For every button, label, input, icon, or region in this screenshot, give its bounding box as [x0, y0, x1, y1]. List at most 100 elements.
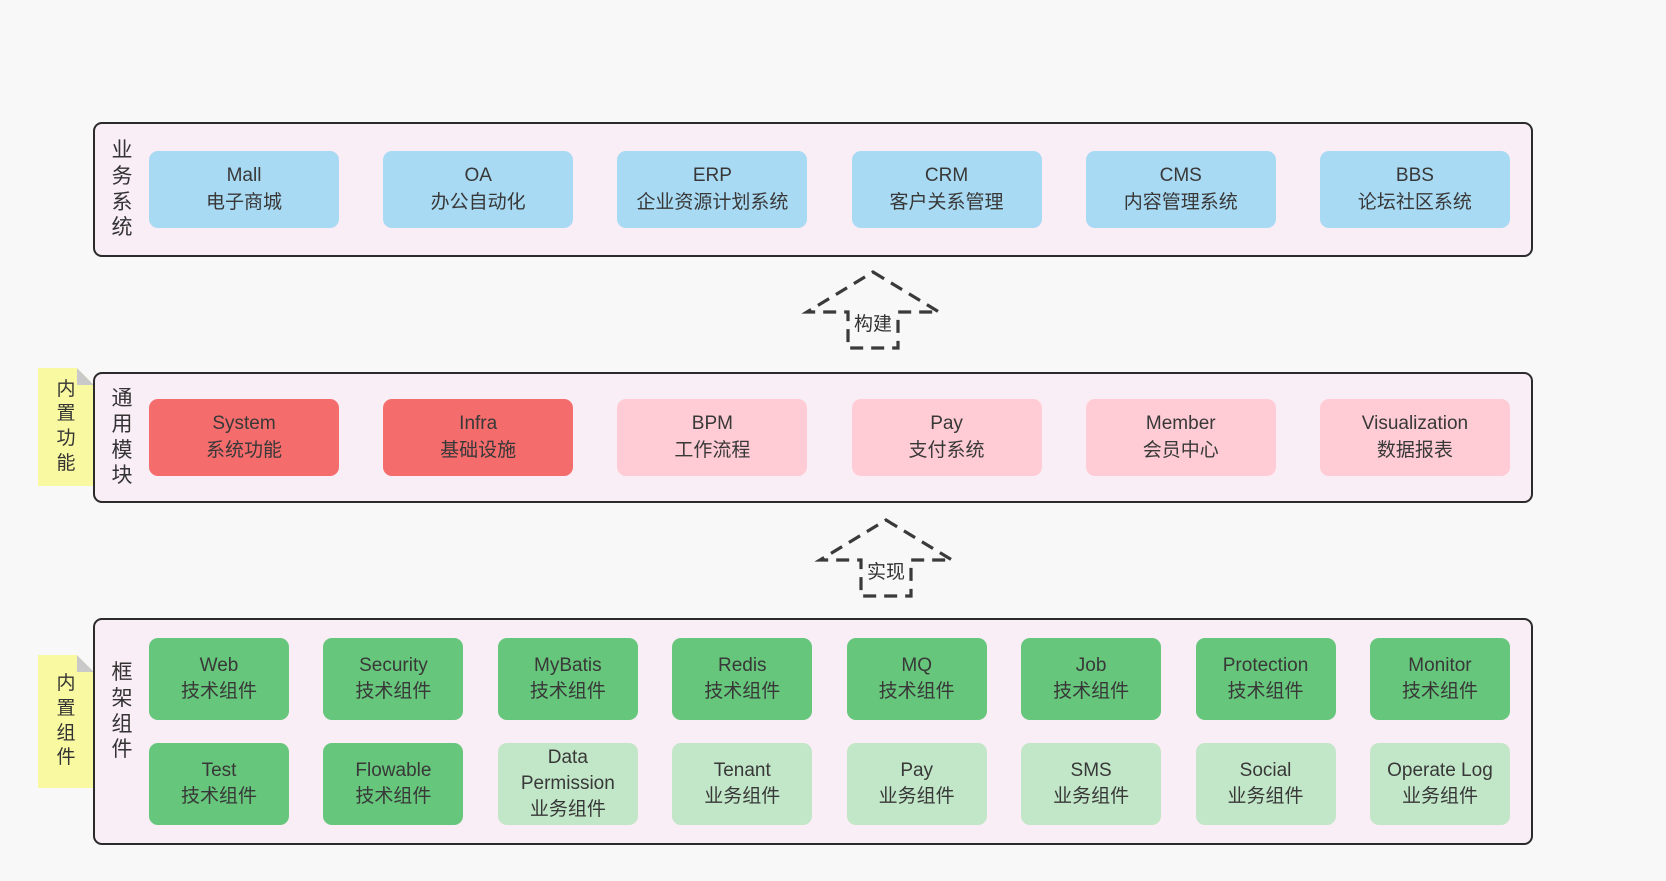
box-test: Test 技术组件 — [149, 743, 289, 825]
box-title: BPM — [691, 413, 733, 435]
box-sms: SMS 业务组件 — [1021, 743, 1162, 825]
box-subtitle: 技术组件 — [1053, 681, 1130, 702]
box-title: Web — [199, 654, 239, 676]
box-title: OA — [464, 165, 492, 187]
sticky-note-label: 内 置 组 件 — [56, 673, 76, 769]
box-security: Security 技术组件 — [323, 638, 464, 720]
box-bpm: BPM 工作流程 — [617, 399, 808, 476]
box-title: Member — [1145, 413, 1216, 435]
box-subtitle: 基础设施 — [440, 439, 517, 461]
box-title: MyBatis — [534, 654, 602, 676]
box-pay-biz: Pay 业务组件 — [846, 743, 987, 825]
box-monitor: Monitor 技术组件 — [1369, 638, 1510, 720]
box-subtitle: 技术组件 — [180, 786, 257, 807]
box-title: Flowable — [355, 759, 432, 781]
box-job: Job 技术组件 — [1021, 638, 1162, 720]
box-subtitle: 技术组件 — [355, 786, 432, 807]
business-boxes-row: Mall 电子商城 OA 办公自动化 ERP 企业资源计划系统 CRM 客户关系… — [149, 151, 1531, 228]
box-operate-log: Operate Log 业务组件 — [1369, 743, 1510, 825]
box-subtitle: 电子商城 — [205, 191, 282, 213]
box-redis: Redis 技术组件 — [672, 638, 813, 720]
box-title: Monitor — [1408, 654, 1472, 676]
box-subtitle: 工作流程 — [674, 439, 751, 461]
box-subtitle: 支付系统 — [908, 439, 985, 461]
box-title: Pay — [900, 759, 934, 781]
box-title: System — [212, 413, 276, 435]
box-title: Protection — [1222, 654, 1309, 676]
panel-label-common-modules: 通 用 模 块 — [111, 387, 133, 488]
box-title: Visualization — [1361, 413, 1469, 435]
box-oa: OA 办公自动化 — [383, 151, 574, 228]
box-subtitle: 技术组件 — [878, 681, 955, 702]
box-erp: ERP 企业资源计划系统 — [617, 151, 808, 228]
box-subtitle: 会员中心 — [1142, 439, 1219, 461]
box-protection: Protection 技术组件 — [1195, 638, 1336, 720]
implement-arrow-icon: 实现 — [814, 518, 958, 598]
panel-label-framework-components: 框 架 组 件 — [111, 661, 133, 762]
business-systems-panel: 业 务 系 统 Mall 电子商城 OA 办公自动化 ERP 企业资源计划系统 … — [93, 122, 1533, 257]
note-fold-corner-icon — [77, 368, 94, 385]
box-data-permission: Data Permission 业务组件 — [497, 743, 638, 825]
sticky-note-label: 内 置 功 能 — [56, 378, 76, 474]
box-title: Test — [201, 759, 237, 781]
box-subtitle: 系统功能 — [205, 439, 282, 461]
box-title: Mall — [226, 165, 262, 187]
box-flowable: Flowable 技术组件 — [323, 743, 464, 825]
box-subtitle: 技术组件 — [1401, 681, 1478, 702]
box-subtitle: 技术组件 — [355, 681, 432, 702]
arrow-label: 实现 — [867, 561, 905, 583]
box-title: ERP — [692, 165, 732, 187]
box-mall: Mall 电子商城 — [149, 151, 339, 228]
box-title: Security — [359, 654, 428, 676]
box-member: Member 会员中心 — [1085, 399, 1276, 476]
box-cms: CMS 内容管理系统 — [1085, 151, 1276, 228]
common-boxes-row: System 系统功能 Infra 基础设施 BPM 工作流程 Pay 支付系统… — [149, 399, 1531, 476]
framework-boxes-grid: Web 技术组件 Security 技术组件 MyBatis 技术组件 Redi… — [149, 638, 1531, 825]
box-subtitle: 技术组件 — [704, 681, 781, 702]
box-tenant: Tenant 业务组件 — [672, 743, 813, 825]
box-title: CRM — [924, 165, 969, 187]
box-title: Redis — [717, 654, 767, 676]
arrow-label: 构建 — [854, 313, 892, 335]
box-subtitle: 业务组件 — [1053, 786, 1130, 807]
box-subtitle: 数据报表 — [1376, 439, 1453, 461]
box-web: Web 技术组件 — [149, 638, 289, 720]
box-mq: MQ 技术组件 — [846, 638, 987, 720]
box-title: SMS — [1070, 759, 1112, 781]
box-title: MQ — [901, 654, 932, 676]
box-infra: Infra 基础设施 — [383, 399, 574, 476]
box-social: Social 业务组件 — [1195, 743, 1336, 825]
note-fold-corner-icon — [77, 655, 94, 672]
box-subtitle: 论坛社区系统 — [1357, 191, 1472, 213]
panel-label-business-systems: 业 务 系 统 — [111, 139, 133, 240]
box-subtitle: 客户关系管理 — [889, 191, 1004, 213]
build-arrow-icon: 构建 — [801, 270, 945, 350]
framework-row-1: Web 技术组件 Security 技术组件 MyBatis 技术组件 Redi… — [149, 638, 1510, 720]
box-title: Infra — [459, 413, 498, 435]
box-title: CMS — [1159, 165, 1202, 187]
box-subtitle: 业务组件 — [1401, 786, 1478, 807]
box-title: Pay — [930, 413, 963, 435]
box-subtitle: 业务组件 — [529, 799, 606, 821]
box-subtitle: 业务组件 — [704, 786, 781, 807]
box-bbs: BBS 论坛社区系统 — [1319, 151, 1510, 228]
box-subtitle: 技术组件 — [529, 681, 606, 702]
box-title: Social — [1239, 759, 1292, 781]
box-subtitle: 技术组件 — [180, 681, 257, 702]
common-modules-panel: 通 用 模 块 System 系统功能 Infra 基础设施 BPM 工作流程 … — [93, 372, 1533, 503]
box-crm: CRM 客户关系管理 — [851, 151, 1042, 228]
framework-row-2: Test 技术组件 Flowable 技术组件 Data Permission … — [149, 743, 1510, 825]
box-subtitle: 办公自动化 — [430, 191, 526, 213]
box-title: Tenant — [713, 759, 771, 781]
box-title: Operate Log — [1387, 759, 1493, 781]
sticky-note-builtin-components: 内 置 组 件 — [38, 655, 94, 788]
box-system: System 系统功能 — [149, 399, 339, 476]
box-title: Data Permission — [520, 746, 615, 794]
box-subtitle: 业务组件 — [1227, 786, 1304, 807]
box-title: BBS — [1395, 165, 1434, 187]
box-subtitle: 内容管理系统 — [1123, 191, 1238, 213]
framework-components-panel: 框 架 组 件 Web 技术组件 Security 技术组件 MyBatis 技… — [93, 618, 1533, 845]
sticky-note-builtin-features: 内 置 功 能 — [38, 368, 94, 486]
box-title: Job — [1075, 654, 1107, 676]
